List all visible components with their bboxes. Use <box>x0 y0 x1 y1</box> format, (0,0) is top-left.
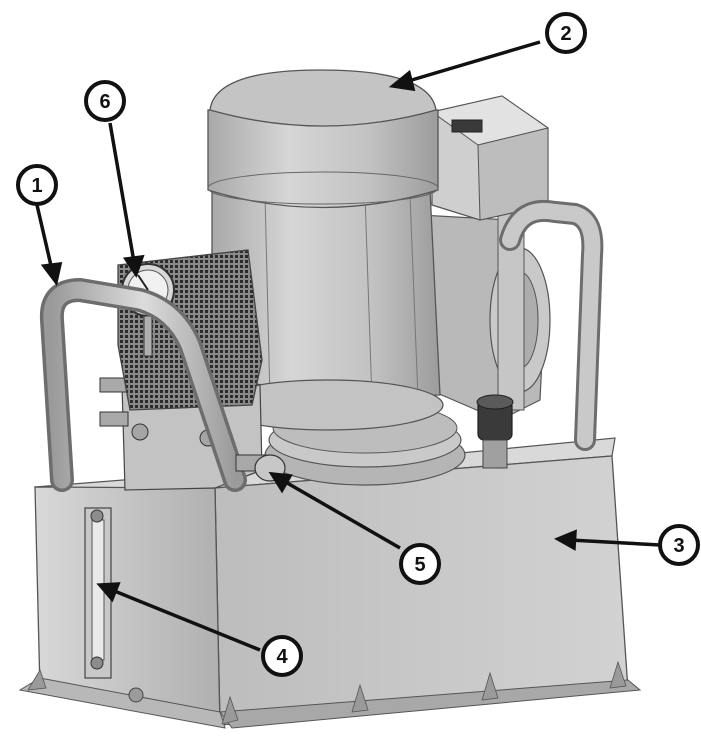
callout-6: 6 <box>84 80 126 122</box>
callout-4-label: 4 <box>276 646 288 668</box>
callout-3-label: 3 <box>673 535 684 557</box>
callout-2-label: 2 <box>560 23 571 45</box>
callout-5: 5 <box>399 543 441 585</box>
callout-4: 4 <box>261 635 303 677</box>
callout-1-label: 1 <box>31 175 42 197</box>
filler-breather-cap <box>476 394 514 469</box>
callout-1: 1 <box>16 164 58 206</box>
callout-2: 2 <box>545 12 587 54</box>
electric-motor <box>207 69 444 431</box>
callout-6-label: 6 <box>99 91 110 113</box>
callout-leaders <box>35 40 661 652</box>
left-lifting-handle <box>39 277 247 492</box>
reservoir-tank <box>18 437 642 729</box>
electrical-junction-box <box>430 95 550 221</box>
pump-bell-housing <box>419 199 551 421</box>
right-lifting-handle <box>499 199 604 451</box>
callout-3: 3 <box>658 524 700 566</box>
callout-5-label: 5 <box>414 554 425 576</box>
